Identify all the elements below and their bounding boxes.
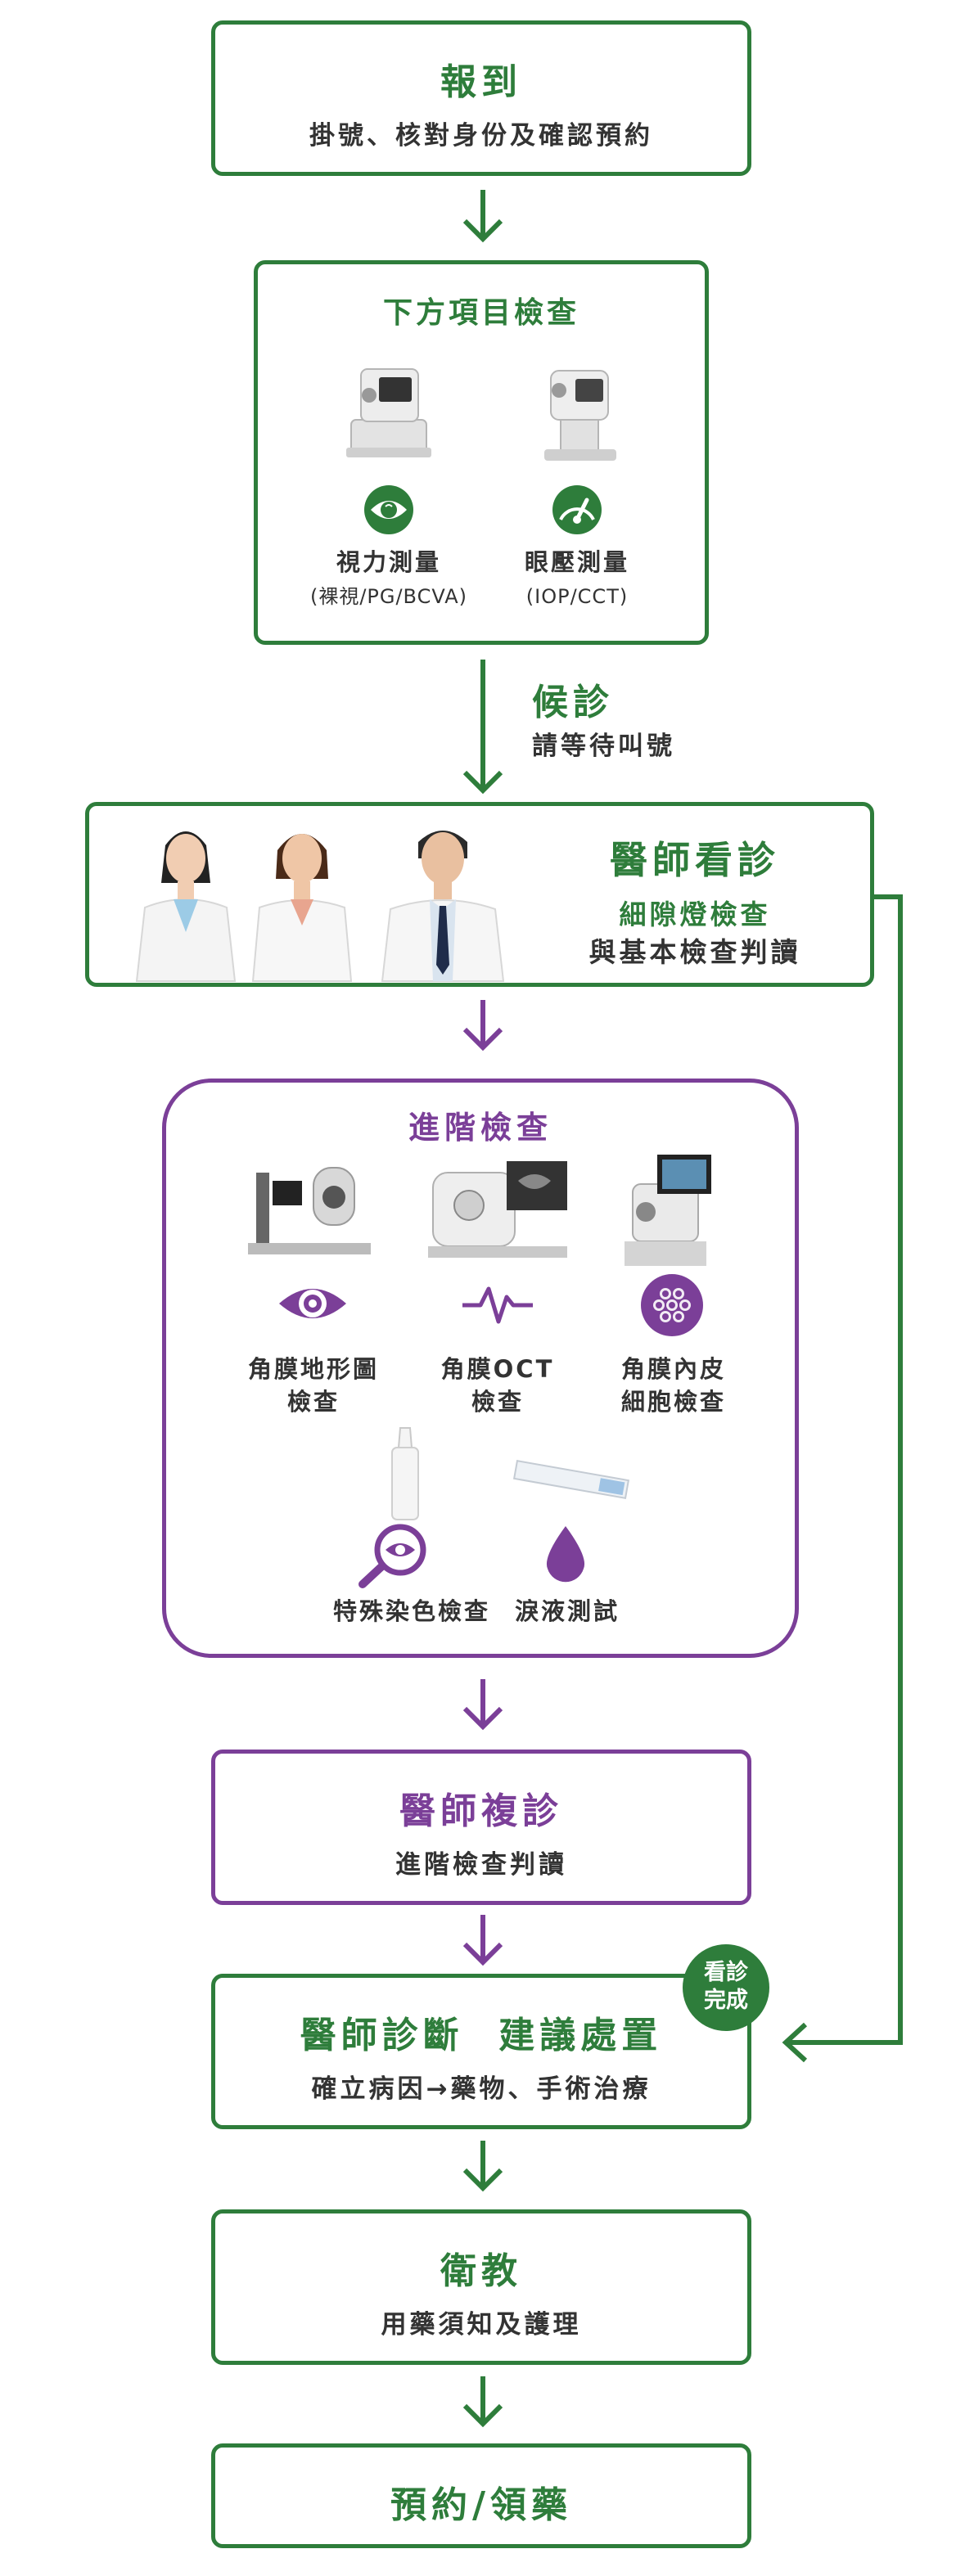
oct-label-line1: 角膜OCT [440,1355,555,1383]
doctor-photo [381,831,505,982]
iop-note: (IOP/CCT) [525,585,629,608]
topography-label-line2: 檢查 [286,1388,340,1416]
revisit-title: 醫師複診 [399,1790,563,1832]
step-diagnosis-box: 醫師診斷 建議處置 確立病因→藥物、手術治療 [211,1974,751,2129]
step-advanced-box: 進階檢查 [162,1079,799,1658]
doctor-title: 醫師看診 [610,838,780,882]
completion-badge-line1: 看診 [704,1960,748,1985]
visual-acuity-label: 視力測量 [336,548,441,576]
step-revisit-box: 醫師複診 進階檢查判讀 [211,1750,751,1905]
step-education-box: 衛教 用藥須知及護理 [211,2209,751,2365]
magnify-eye-icon [358,1524,426,1588]
step-checkin-title: 報到 [440,61,522,103]
arrow-down-icon [462,190,503,243]
specular-microscope-device [625,1155,711,1266]
revisit-desc: 進階檢查判讀 [395,1850,567,1880]
staining-label: 特殊染色檢查 [332,1597,490,1625]
step-doctor-box: 醫師看診 細隙燈檢查 與基本檢查判讀 [85,802,874,987]
endothelial-label-line2: 細胞檢查 [620,1388,726,1416]
completion-badge: 看診 完成 [683,1944,769,2031]
topography-label-line1: 角膜地形圖 [247,1355,379,1383]
doctor-desc1: 細隙燈檢查 [619,898,771,930]
tear-test-label: 淚液測試 [514,1597,620,1625]
step-checkin-desc: 掛號、核對身份及確認預約 [309,121,653,151]
pulse-icon [462,1286,533,1324]
visual-acuity-note: (裸視/PG/BCVA) [309,585,468,608]
eye-icon [364,485,413,534]
iop-label: 眼壓測量 [524,548,629,576]
completion-badge-line2: 完成 [704,1988,748,2013]
oct-label-line2: 檢查 [471,1388,524,1416]
waiting-title: 候診 [532,682,614,723]
arrow-down-icon [462,1915,503,1966]
tear-test-strip [512,1460,630,1499]
education-title: 衛教 [440,2250,522,2292]
booking-title: 預約/領藥 [390,2484,573,2526]
diagnosis-title: 醫師診斷 建議處置 [300,2015,663,2056]
eye-scan-icon [279,1289,346,1318]
drop-icon [546,1526,585,1583]
eye-drop-bottle [391,1427,419,1520]
advanced-title: 進階檢查 [408,1110,552,1146]
gauge-icon [552,485,602,534]
arrow-down-icon [462,1679,503,1731]
basic-tests-title: 下方項目檢查 [382,296,579,330]
arrow-down-icon [462,2376,503,2428]
doctor-desc2: 與基本檢查判讀 [588,936,801,968]
doctor-photo [135,831,237,982]
doctor-photo [251,834,353,982]
education-desc: 用藥須知及護理 [381,2310,582,2340]
oct-device [428,1161,567,1258]
arrow-down-icon [462,1000,503,1052]
step-checkin-box: 報到 掛號、核對身份及確認預約 [211,20,751,176]
autorefractor-device [346,368,431,457]
tonometer-device [544,370,616,461]
diagnosis-desc: 確立病因→藥物、手術治療 [311,2074,652,2104]
endothelial-label-line1: 角膜內皮 [620,1355,726,1383]
step-basic-tests-box: 下方項目檢查 視力測量 (裸視/PG/BCVA) 眼壓測量 (IOP/CCT) [254,260,709,645]
step-booking-box: 預約/領藥 [211,2443,751,2548]
arrow-down-icon [462,2141,503,2192]
topographer-device [248,1167,371,1254]
waiting-desc: 請等待叫號 [532,732,675,761]
arrow-down-icon [462,660,503,795]
cells-icon [641,1274,703,1336]
